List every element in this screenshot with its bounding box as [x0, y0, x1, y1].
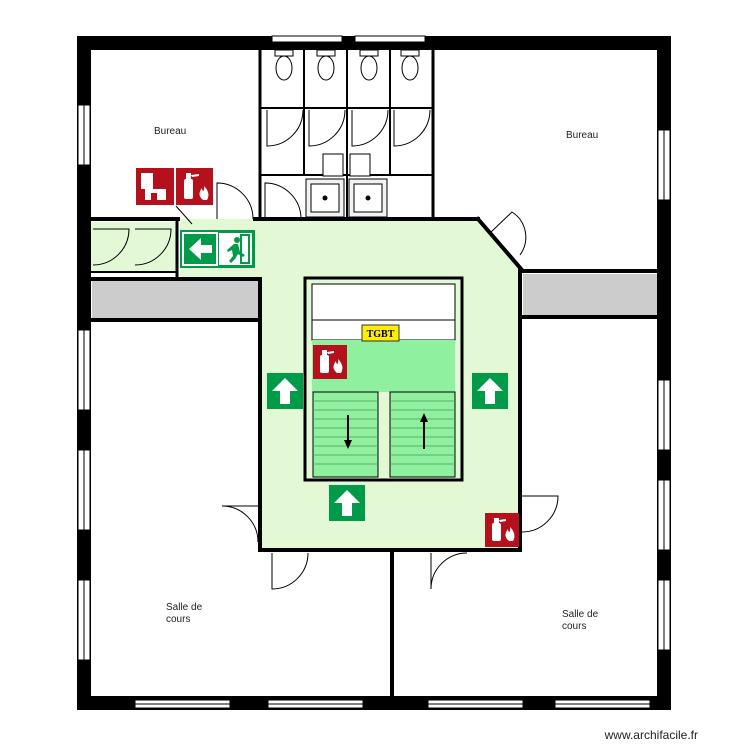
exit-arrow-icon [182, 232, 218, 266]
wash-basins [305, 153, 388, 218]
exit-sign [180, 230, 255, 268]
room-label-bureau-left: Bureau [154, 126, 186, 137]
fire-extinguisher-sign-top [176, 168, 213, 205]
room-label-salle-right-2: cours [562, 621, 586, 632]
room-label-bureau-right: Bureau [566, 130, 598, 141]
room-label-salle-left-2: cours [166, 614, 190, 625]
direction-sign-bottom [329, 485, 365, 521]
direction-sign-right [472, 373, 508, 409]
room-label-salle-left-1: Salle de [166, 602, 203, 613]
tgbt-panel [361, 324, 400, 342]
windows [77, 35, 671, 709]
door-swings [92, 109, 559, 590]
fire-extinguisher-sign-bottom [485, 513, 519, 547]
watermark: www.archifacile.fr [604, 728, 698, 742]
toilets [274, 49, 420, 81]
fire-extinguisher-sign-stair [313, 345, 347, 379]
shaft-left [92, 281, 259, 318]
fire-extinguisher-icon [176, 168, 213, 205]
room-label-salle-right-1: Salle de [562, 609, 599, 620]
fire-alarm-sign [136, 168, 174, 205]
direction-sign-left [267, 373, 303, 409]
tgbt-label: TGBT [367, 329, 395, 340]
emergency-exit-icon [219, 233, 252, 265]
shaft-right [523, 274, 658, 315]
